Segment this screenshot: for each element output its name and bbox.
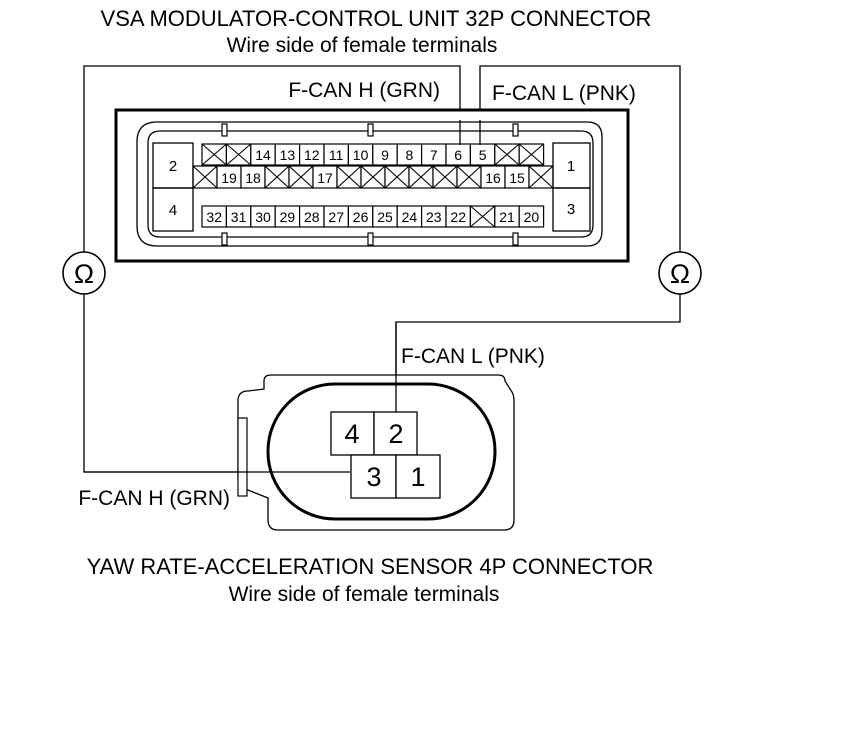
unused-terminal-cross-icon	[201, 143, 227, 166]
vsa-pin-31: 31	[231, 209, 247, 225]
vsa-wire-h-label: F-CAN H (GRN)	[288, 79, 440, 102]
vsa-pin-24: 24	[402, 209, 418, 225]
unused-terminal-cross-icon	[384, 165, 410, 189]
vsa-pin-13: 13	[280, 147, 296, 163]
vsa-pin-cell	[518, 205, 545, 228]
ohm-icon-left	[62, 251, 106, 295]
vsa-pin-22: 22	[450, 209, 466, 225]
vsa-pin-28: 28	[304, 209, 320, 225]
ohm-symbol-right: Ω	[670, 259, 690, 289]
vsa-pin-26: 26	[353, 209, 369, 225]
unused-terminal-cross-icon	[336, 165, 362, 189]
vsa-pin-2: 2	[169, 158, 177, 175]
vsa-connector-title: VSA MODULATOR-CONTROL UNIT 32P CONNECTOR	[101, 6, 652, 31]
vsa-pin-4: 4	[169, 202, 177, 219]
sensor-pin-1: 1	[410, 462, 425, 492]
sensor-pin-4: 4	[344, 419, 359, 449]
ohmmeter-right: Ω	[658, 251, 702, 295]
vsa-pin-8: 8	[406, 147, 414, 163]
vsa-pin-25: 25	[377, 209, 393, 225]
vsa-pin-23: 23	[426, 209, 442, 225]
vsa-pin-9: 9	[381, 147, 389, 163]
unused-terminal-cross-icon	[288, 165, 314, 189]
unused-terminal-cross-icon	[494, 143, 520, 166]
vsa-pin-12: 12	[304, 147, 320, 163]
vsa-pin-7: 7	[430, 147, 438, 163]
sensor-wire-h-label: F-CAN H (GRN)	[78, 487, 230, 510]
unused-terminal-cross-icon	[456, 165, 482, 189]
unused-terminal-cross-icon	[470, 205, 496, 228]
vsa-pin-19: 19	[221, 170, 237, 186]
vsa-pin-6: 6	[454, 147, 462, 163]
unused-terminal-cross-icon	[528, 165, 554, 189]
vsa-pin-16: 16	[485, 170, 501, 186]
unused-terminal-cross-icon	[518, 143, 544, 166]
unused-terminal-cross-icon	[360, 165, 386, 189]
unused-terminal-cross-icon	[408, 165, 434, 189]
sensor-4p-connector: 4 2 3 1	[84, 322, 515, 531]
vsa-pin-1: 1	[567, 158, 575, 175]
vsa-pin-10: 10	[353, 147, 369, 163]
ohmmeter-left: Ω	[62, 251, 106, 295]
vsa-pin-17: 17	[317, 170, 333, 186]
ohm-symbol-left: Ω	[74, 259, 94, 289]
sensor-pin-2: 2	[388, 419, 403, 449]
sensor-wire-l-label: F-CAN L (PNK)	[401, 345, 545, 368]
vsa-pin-30: 30	[255, 209, 271, 225]
unused-terminal-cross-icon	[226, 143, 252, 166]
vsa-pin-32: 32	[206, 209, 222, 225]
vsa-pin-27: 27	[328, 209, 344, 225]
unused-terminal-cross-icon	[264, 165, 290, 189]
unused-terminal-cross-icon	[432, 165, 458, 189]
vsa-pin-20: 20	[524, 209, 540, 225]
vsa-wire-l-label: F-CAN L (PNK)	[492, 82, 636, 105]
ohm-icon-right	[658, 251, 702, 295]
vsa-pin-21: 21	[499, 209, 515, 225]
vsa-pin-5: 5	[479, 147, 487, 163]
vsa-pin-14: 14	[255, 147, 271, 163]
sensor-pin-3: 3	[366, 462, 381, 492]
vsa-pin-15: 15	[509, 170, 525, 186]
vsa-pin-11: 11	[329, 147, 344, 163]
unused-terminal-cross-icon	[192, 165, 218, 189]
vsa-connector-subtitle: Wire side of female terminals	[227, 34, 498, 57]
sensor-connector-subtitle: Wire side of female terminals	[229, 583, 500, 606]
vsa-pin-18: 18	[245, 170, 261, 186]
sensor-connector-title: YAW RATE-ACCELERATION SENSOR 4P CONNECTO…	[87, 554, 654, 579]
vsa-pin-3: 3	[567, 201, 575, 218]
vsa-pin-29: 29	[280, 209, 296, 225]
